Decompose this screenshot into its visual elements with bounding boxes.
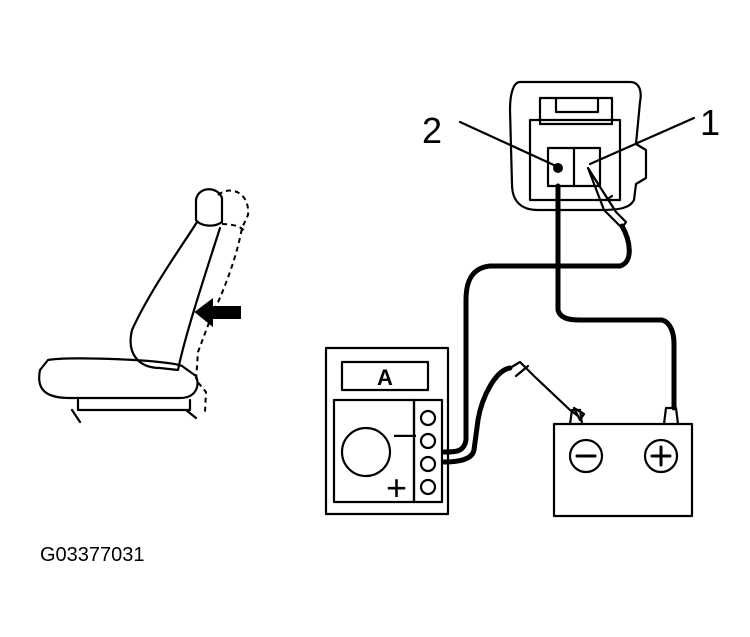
meter-plus-label: + [386, 467, 407, 508]
terminal-1-label: 1 [700, 102, 720, 143]
meter-minus-label: — [394, 422, 416, 447]
connector [508, 80, 648, 212]
seat-illustration [38, 188, 250, 424]
battery [552, 406, 694, 518]
wires [441, 183, 677, 465]
figure-code: G03377031 [40, 544, 145, 566]
meter-mode-label: A [377, 365, 393, 390]
terminal-2-label: 2 [422, 110, 442, 151]
terminal-callouts: 2 1 [422, 102, 720, 168]
multimeter: A — + [324, 346, 450, 516]
